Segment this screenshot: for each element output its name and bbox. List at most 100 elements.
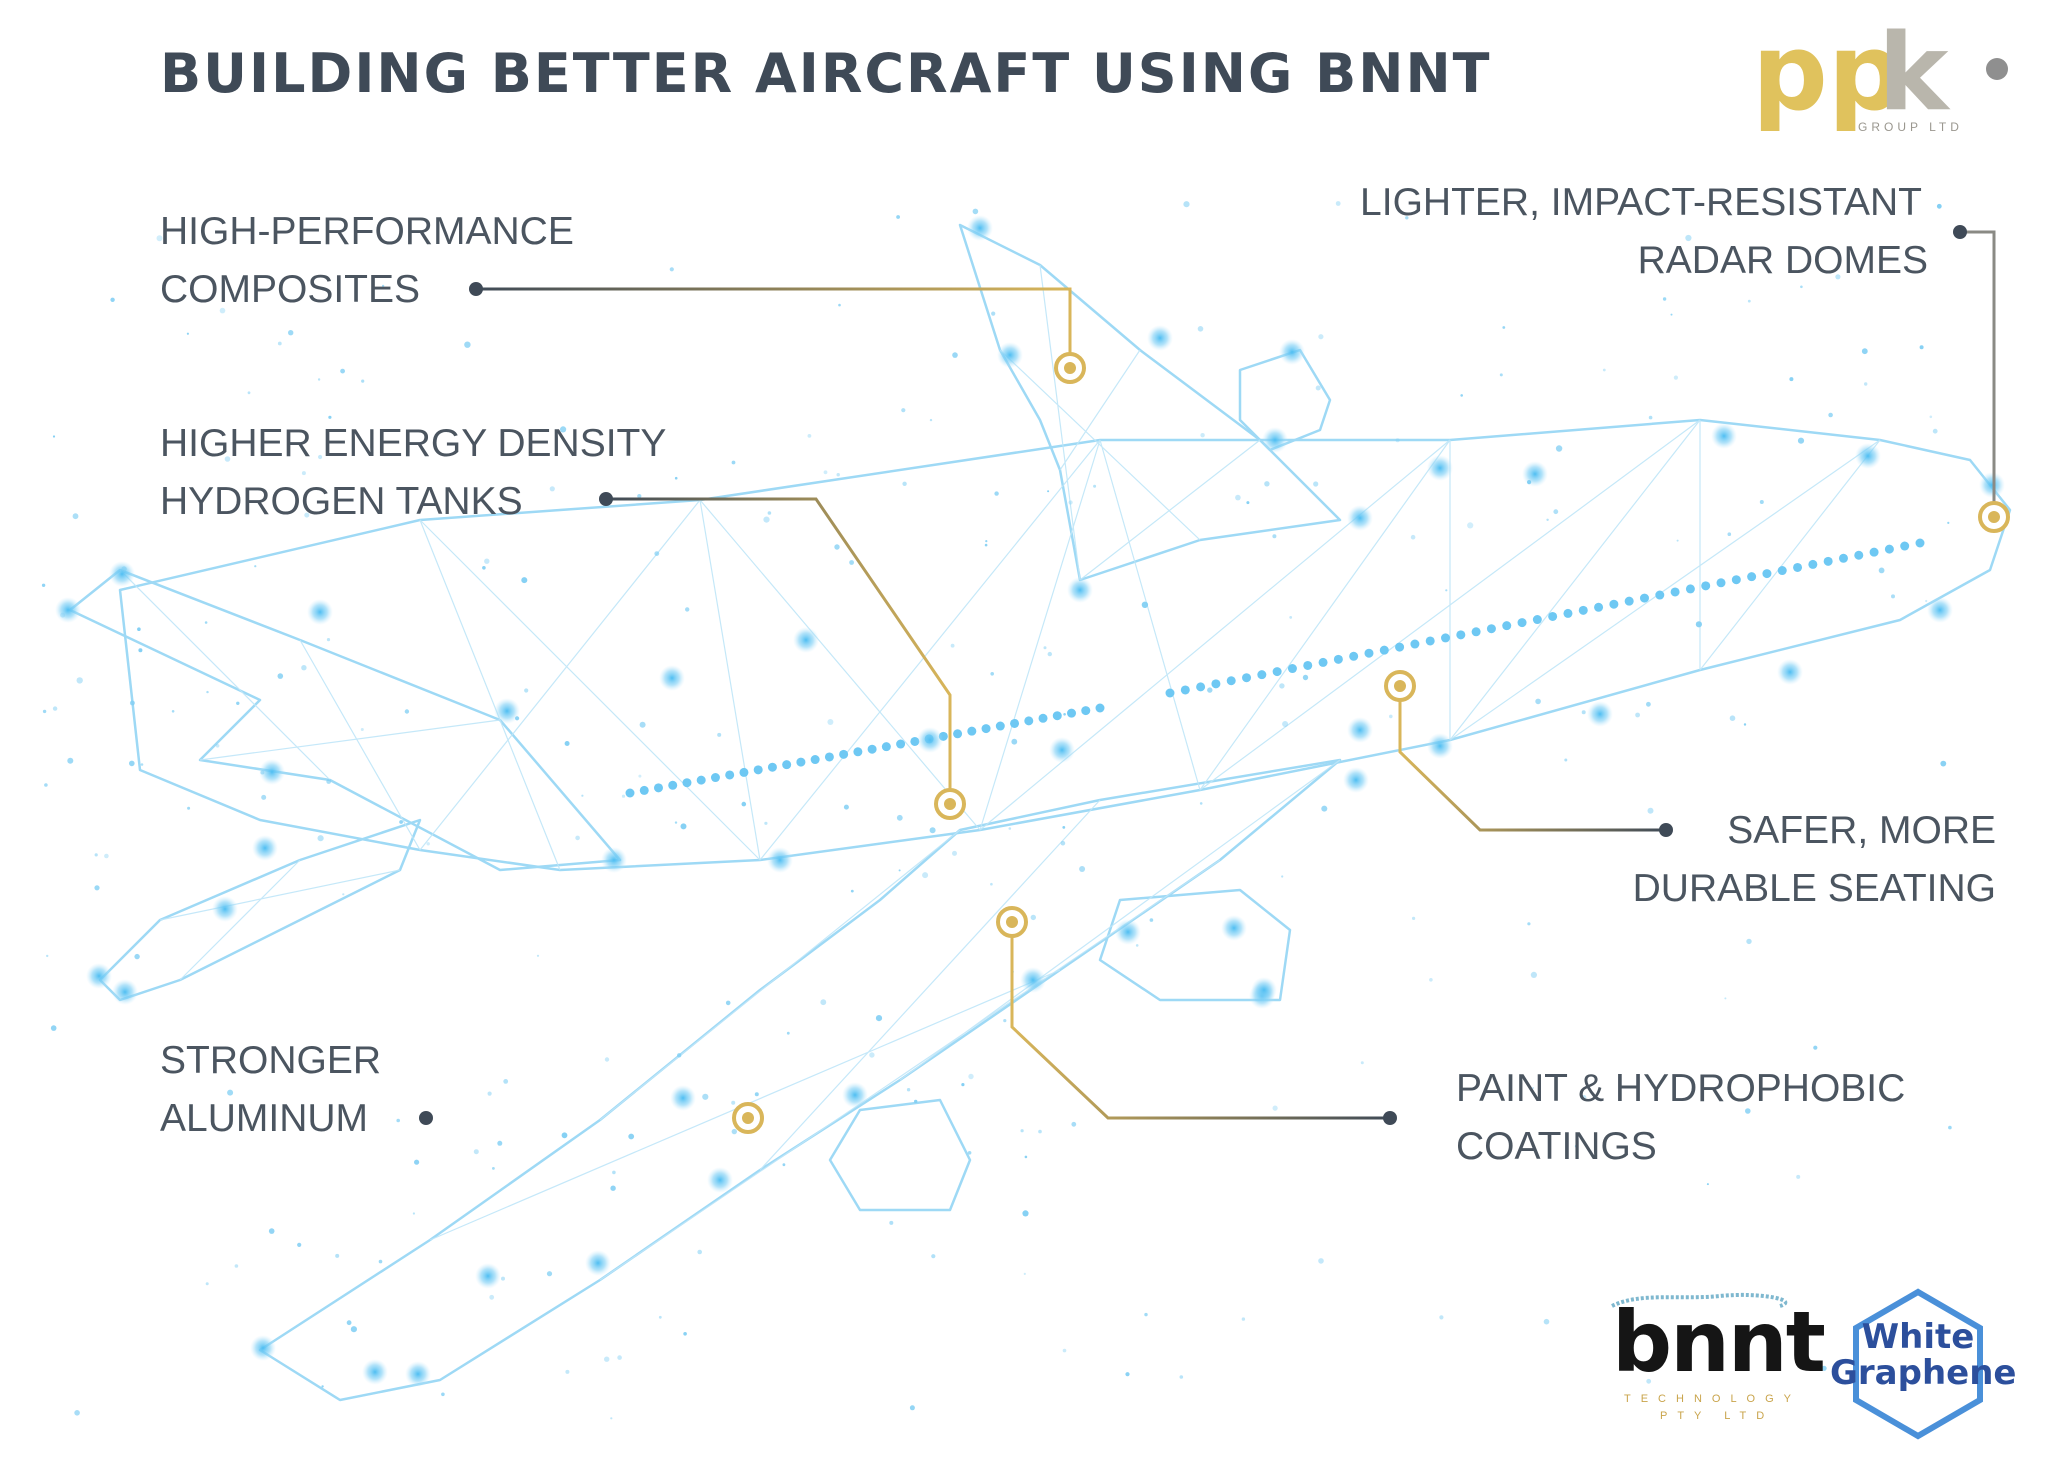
scatter-dot — [1646, 1378, 1652, 1384]
marker-coatings — [996, 906, 1028, 938]
window-dot — [1548, 611, 1558, 621]
scatter-dot — [896, 215, 900, 219]
window-dot — [1242, 673, 1252, 683]
scatter-dot — [42, 709, 47, 714]
glow-node — [1343, 767, 1369, 793]
window-dot — [953, 729, 963, 739]
marker-aluminum — [732, 1102, 764, 1134]
scatter-dot — [1936, 203, 1942, 209]
scatter-dot — [1093, 484, 1097, 488]
scatter-dot — [94, 853, 98, 857]
callout-seating-line1: SAFER, MORE — [1727, 809, 1996, 852]
scatter-dot — [638, 774, 642, 778]
scatter-dot — [1800, 285, 1803, 289]
scatter-dot — [1747, 299, 1751, 303]
marker-hydrogen — [934, 788, 966, 820]
window-dot — [839, 749, 849, 759]
window-dot — [1395, 642, 1405, 652]
window-dot — [1095, 703, 1105, 713]
scatter-dot — [326, 638, 331, 642]
scatter-dot — [1439, 1315, 1444, 1320]
scatter-dot — [564, 741, 570, 746]
scatter-dot — [702, 1093, 709, 1100]
scatter-dot — [1535, 698, 1541, 705]
glow-node — [1927, 597, 1953, 623]
callout-seating: SAFER, MORE DURABLE SEATING — [1633, 802, 1996, 918]
scatter-dot — [639, 721, 646, 728]
glow-node — [917, 727, 943, 753]
bnnt-logo-line1: TECHNOLOGY — [1624, 1393, 1802, 1405]
scatter-dot — [1062, 1348, 1067, 1353]
window-dot — [995, 721, 1005, 731]
scatter-dot — [67, 757, 74, 764]
scatter-dot — [1821, 1365, 1827, 1371]
window-dot — [668, 780, 678, 790]
callout-aluminum-line2: ALUMINUM — [160, 1097, 369, 1140]
scatter-dot — [1063, 713, 1066, 716]
scatter-dot — [1695, 621, 1702, 628]
leader-dot-radar — [1953, 225, 1967, 239]
scatter-dot — [254, 565, 257, 568]
window-dot — [1425, 636, 1435, 646]
scatter-dot — [1899, 825, 1904, 830]
window-dot — [1578, 605, 1588, 615]
scatter-dot — [1395, 438, 1400, 443]
scatter-dot — [922, 872, 929, 879]
scatter-dot — [565, 1369, 570, 1374]
window-dot — [1915, 538, 1925, 548]
scatter-dot — [234, 1264, 239, 1268]
scatter-dot — [674, 821, 678, 824]
window-dot — [1272, 667, 1282, 677]
glow-node — [475, 1263, 501, 1289]
scatter-dot — [820, 999, 827, 1006]
glow-node — [86, 963, 112, 989]
scatter-dot — [1648, 415, 1653, 420]
scatter-dot — [1861, 348, 1868, 355]
scatter-dot — [1746, 938, 1752, 945]
glow-node — [1251, 977, 1277, 1003]
glow-node — [405, 1361, 431, 1387]
scatter-dot — [1796, 1174, 1801, 1179]
callout-radar-line1: LIGHTER, IMPACT-RESISTANT — [1360, 181, 1922, 224]
scatter-dot — [669, 267, 674, 272]
scatter-dot — [321, 1385, 324, 1388]
scatter-dot — [628, 1133, 635, 1140]
window-dot — [1038, 713, 1048, 723]
glow-node — [997, 342, 1023, 368]
scatter-dot — [961, 1083, 965, 1087]
scatter-dot — [1553, 509, 1559, 515]
scatter-dot — [717, 732, 722, 737]
window-dot — [1900, 541, 1910, 551]
scatter-dot — [875, 1015, 883, 1022]
glow-node — [1221, 915, 1247, 941]
scatter-dot — [1246, 501, 1250, 505]
callout-hydrogen-line2: HYDROGEN TANKS — [160, 480, 523, 523]
scatter-dot — [1919, 345, 1924, 350]
scatter-dot — [1685, 234, 1692, 242]
scatter-dot — [1527, 922, 1531, 926]
scatter-dot — [1891, 594, 1895, 599]
fuselage-outline — [118, 418, 2012, 872]
scatter-dot — [536, 954, 540, 957]
scatter-dot — [247, 391, 251, 395]
scatter-dot — [685, 607, 690, 612]
scatter-dot — [654, 551, 660, 556]
window-dot — [1716, 578, 1726, 588]
ppk-logo-tagline: GROUP LTD — [1858, 120, 1963, 134]
scatter-dot — [658, 1315, 662, 1319]
scatter-dot — [1647, 807, 1654, 814]
scatter-dot — [399, 820, 403, 824]
scatter-dot — [187, 806, 191, 810]
scatter-dot — [342, 893, 345, 896]
callout-composites: HIGH-PERFORMANCE COMPOSITES — [160, 203, 574, 319]
scatter-dot — [1555, 445, 1563, 452]
scatter-dot — [1279, 683, 1285, 689]
leader-dot-coatings — [1383, 1111, 1397, 1125]
window-dot — [710, 773, 720, 783]
scatter-dot — [1179, 1375, 1184, 1379]
glow-node — [585, 1250, 611, 1276]
scatter-dot — [441, 1392, 445, 1397]
scatter-dot — [1410, 534, 1416, 540]
scatter-dot — [1706, 1183, 1709, 1186]
window-dot — [881, 742, 891, 752]
